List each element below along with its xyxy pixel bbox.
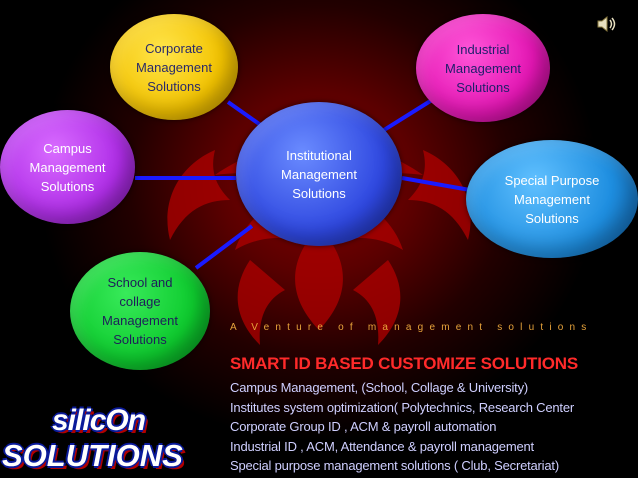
list-item: Special purpose management solutions ( C… <box>230 458 559 473</box>
silicon-solutions-logo: silicOn SOLUTIONS <box>0 404 214 478</box>
corporate-management-node: Corporate Management Solutions <box>110 14 238 120</box>
school-college-management-node: School and collage Management Solutions <box>70 252 210 370</box>
institutional-management-label: Institutional Management Solutions <box>281 147 357 201</box>
corporate-management-label: Corporate Management Solutions <box>136 40 212 94</box>
list-item: Campus Management, (School, Collage & Un… <box>230 380 528 395</box>
school-college-management-label: School and collage Management Solutions <box>102 275 178 347</box>
logo-wordmark-top: silicOn <box>52 404 146 437</box>
solutions-list: Campus Management, (School, Collage & Un… <box>230 378 574 476</box>
campus-management-label: Campus Management Solutions <box>29 140 106 194</box>
list-item: Industrial ID , ACM, Attendance & payrol… <box>230 438 534 454</box>
logo-wordmark-bottom: SOLUTIONS <box>2 438 183 473</box>
headline: SMART ID BASED CUSTOMIZE SOLUTIONS <box>230 354 579 373</box>
special-purpose-management-node: Special Purpose Management Solutions <box>466 140 638 258</box>
industrial-management-label: Industrial Management Solutions <box>445 41 521 95</box>
speaker-icon[interactable] <box>596 14 618 34</box>
list-item: Corporate Group ID , ACM & payroll autom… <box>230 419 497 434</box>
tagline: A Venture of management solutions <box>230 322 593 333</box>
institutional-management-node: Institutional Management Solutions <box>236 102 402 246</box>
industrial-management-node: Industrial Management Solutions <box>416 14 550 122</box>
special-purpose-management-label: Special Purpose Management Solutions <box>504 172 600 226</box>
list-item: Institutes system optimization( Polytech… <box>230 399 574 415</box>
campus-management-node: Campus Management Solutions <box>0 110 135 224</box>
